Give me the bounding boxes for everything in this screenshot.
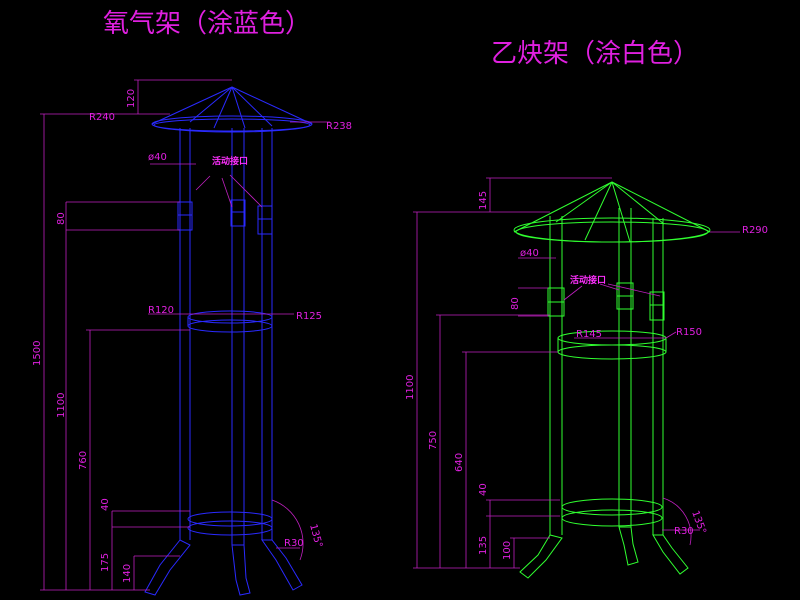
- oxygen-bottom-ring: [187, 511, 273, 536]
- acetylene-middle-ring: [557, 330, 667, 360]
- oxygen-radius-foot-bend: R30: [284, 538, 304, 549]
- acetylene-rack-title: 乙炔架（涂白色）: [491, 39, 700, 69]
- acetylene-bottom-ring: [561, 498, 663, 527]
- acetylene-dim-foot-a: 135: [478, 536, 489, 555]
- acetylene-pipes: [549, 208, 664, 535]
- acetylene-dim-clamp-height: 80: [510, 297, 521, 310]
- oxygen-dim-overall-height: 1500: [32, 341, 43, 366]
- oxygen-dimension-lines: [40, 79, 330, 591]
- acetylene-dim-bottom-ring: 40: [478, 483, 489, 496]
- oxygen-radius-middle-right: R125: [296, 311, 322, 322]
- oxygen-rack: [144, 86, 313, 596]
- acetylene-pipe-diameter: ø40: [520, 248, 539, 259]
- acetylene-dimension-lines: [413, 177, 740, 569]
- oxygen-radius-cap-left: R240: [89, 112, 115, 123]
- oxygen-dimension-text: 120 1500 1100 760 80 40 175 140 R240 R23…: [32, 89, 352, 583]
- oxygen-cap: [151, 86, 313, 133]
- oxygen-dim-cap-height: 120: [126, 89, 137, 108]
- acetylene-dimension-text: 145 1100 750 640 80 40 135 100 R290 R145…: [405, 191, 768, 560]
- acetylene-radius-middle-left: R145: [576, 329, 602, 340]
- oxygen-dim-bottom-ring: 40: [100, 498, 111, 511]
- oxygen-interface-label: 活动接口: [212, 155, 248, 167]
- oxygen-dim-upper-height: 1100: [56, 393, 67, 418]
- oxygen-feet: [144, 539, 303, 596]
- acetylene-rack: [513, 181, 711, 579]
- acetylene-radius-middle-right: R150: [676, 327, 702, 338]
- oxygen-dim-foot-b: 140: [122, 564, 133, 583]
- acetylene-clamps: [547, 282, 665, 321]
- acetylene-dim-overall-height: 1100: [405, 375, 416, 400]
- acetylene-cap: [513, 181, 711, 243]
- oxygen-radius-middle-left: R120: [148, 305, 174, 316]
- oxygen-clamps: [177, 199, 273, 235]
- acetylene-dim-cap-height: 145: [478, 191, 489, 210]
- oxygen-radius-cap-right: R238: [326, 121, 352, 132]
- oxygen-dim-middle-height: 760: [78, 451, 89, 470]
- oxygen-pipe-diameter: ø40: [148, 152, 167, 163]
- acetylene-interface-label: 活动接口: [570, 274, 606, 286]
- acetylene-dim-foot-b: 100: [502, 541, 513, 560]
- acetylene-dim-upper-height: 750: [428, 431, 439, 450]
- acetylene-dim-middle-height: 640: [454, 453, 465, 472]
- oxygen-middle-ring: [187, 310, 273, 333]
- oxygen-dim-clamp-height: 80: [56, 212, 67, 225]
- oxygen-dim-foot-a: 175: [100, 553, 111, 572]
- acetylene-feet: [519, 526, 689, 579]
- acetylene-radius-cap: R290: [742, 225, 768, 236]
- oxygen-foot-angle: 135°: [307, 523, 324, 549]
- oxygen-rack-title: 氧气架（涂蓝色）: [103, 9, 312, 39]
- oxygen-pipes: [179, 128, 273, 545]
- acetylene-radius-foot-bend: R30: [674, 526, 694, 537]
